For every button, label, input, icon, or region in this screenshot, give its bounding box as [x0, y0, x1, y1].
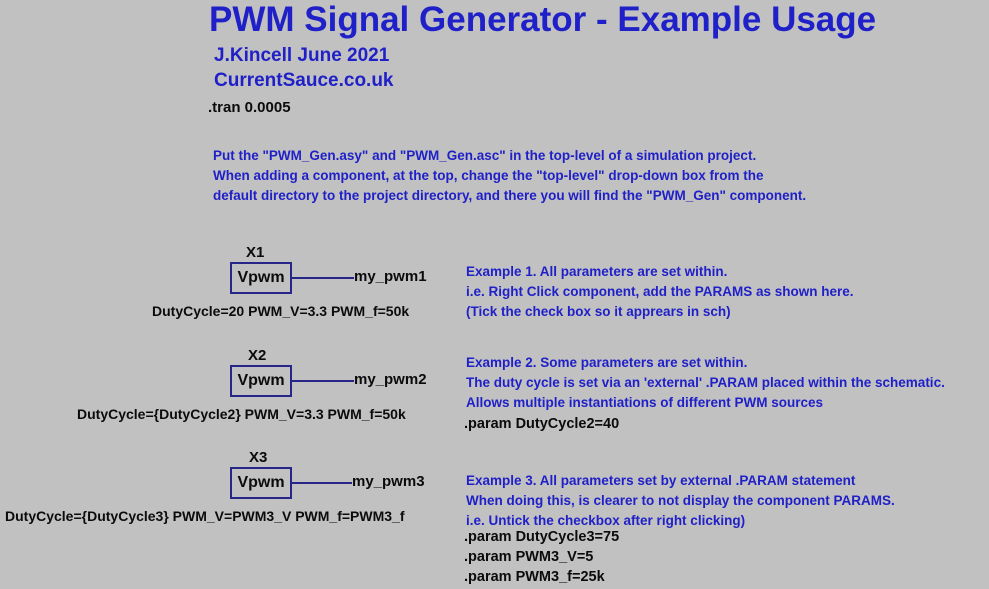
example2-block: Example 2. Some parameters are set withi… [466, 353, 945, 413]
component-body-x2[interactable]: Vpwm [230, 365, 292, 397]
wire-x1 [291, 277, 354, 279]
component-ref-x3: X3 [249, 449, 268, 466]
param-directive[interactable]: .param DutyCycle3=75 [464, 529, 620, 545]
tran-directive[interactable]: .tran 0.0005 [208, 99, 291, 116]
example3-line: When doing this, is clearer to not displ… [466, 493, 895, 508]
net-label-my-pwm2: my_pwm2 [354, 371, 427, 388]
example1-line: Example 1. All parameters are set within… [466, 264, 728, 279]
instruction-line: default directory to the project directo… [213, 188, 807, 203]
param-directive[interactable]: .param DutyCycle2=40 [464, 416, 620, 432]
param-directive[interactable]: .param PWM3_f=25k [464, 569, 605, 585]
instruction-line: When adding a component, at the top, cha… [213, 168, 764, 183]
component-params-x3: DutyCycle={DutyCycle3} PWM_V=PWM3_V PWM_… [5, 508, 405, 524]
instructions-block: Put the "PWM_Gen.asy" and "PWM_Gen.asc" … [213, 146, 806, 206]
example2-line: Example 2. Some parameters are set withi… [466, 355, 748, 370]
example3-line: Example 3. All parameters set by externa… [466, 473, 856, 488]
net-label-my-pwm1: my_pwm1 [354, 268, 427, 285]
wire-x2 [291, 380, 354, 382]
component-body-label: Vpwm [237, 372, 285, 389]
param-directive[interactable]: .param PWM3_V=5 [464, 549, 594, 565]
component-params-x1: DutyCycle=20 PWM_V=3.3 PWM_f=50k [152, 303, 410, 319]
example3-block: Example 3. All parameters set by externa… [466, 471, 895, 531]
net-label-my-pwm3: my_pwm3 [352, 473, 425, 490]
author-credit: J.Kincell June 2021 [214, 45, 390, 66]
example1-line: i.e. Right Click component, add the PARA… [466, 284, 854, 299]
example1-line: (Tick the check box so it apprears in sc… [466, 304, 731, 319]
website-credit: CurrentSauce.co.uk [214, 70, 394, 91]
instruction-line: Put the "PWM_Gen.asy" and "PWM_Gen.asc" … [213, 148, 757, 163]
example2-line: The duty cycle is set via an 'external' … [466, 375, 945, 390]
component-body-label: Vpwm [237, 269, 285, 286]
example1-block: Example 1. All parameters are set within… [466, 262, 854, 322]
component-body-x3[interactable]: Vpwm [230, 467, 292, 499]
component-body-label: Vpwm [237, 474, 285, 491]
example3-line: i.e. Untick the checkbox after right cli… [466, 513, 746, 528]
component-params-x2: DutyCycle={DutyCycle2} PWM_V=3.3 PWM_f=5… [77, 406, 406, 422]
component-ref-x1: X1 [246, 244, 265, 261]
component-body-x1[interactable]: Vpwm [230, 262, 292, 294]
component-ref-x2: X2 [248, 347, 267, 364]
byline-block: J.Kincell June 2021 CurrentSauce.co.uk [214, 43, 394, 93]
example2-line: Allows multiple instantiations of differ… [466, 395, 824, 410]
page-title: PWM Signal Generator - Example Usage [209, 0, 877, 39]
param-directive-block: .param DutyCycle3=75 .param PWM3_V=5 .pa… [464, 527, 619, 587]
wire-x3 [291, 482, 352, 484]
